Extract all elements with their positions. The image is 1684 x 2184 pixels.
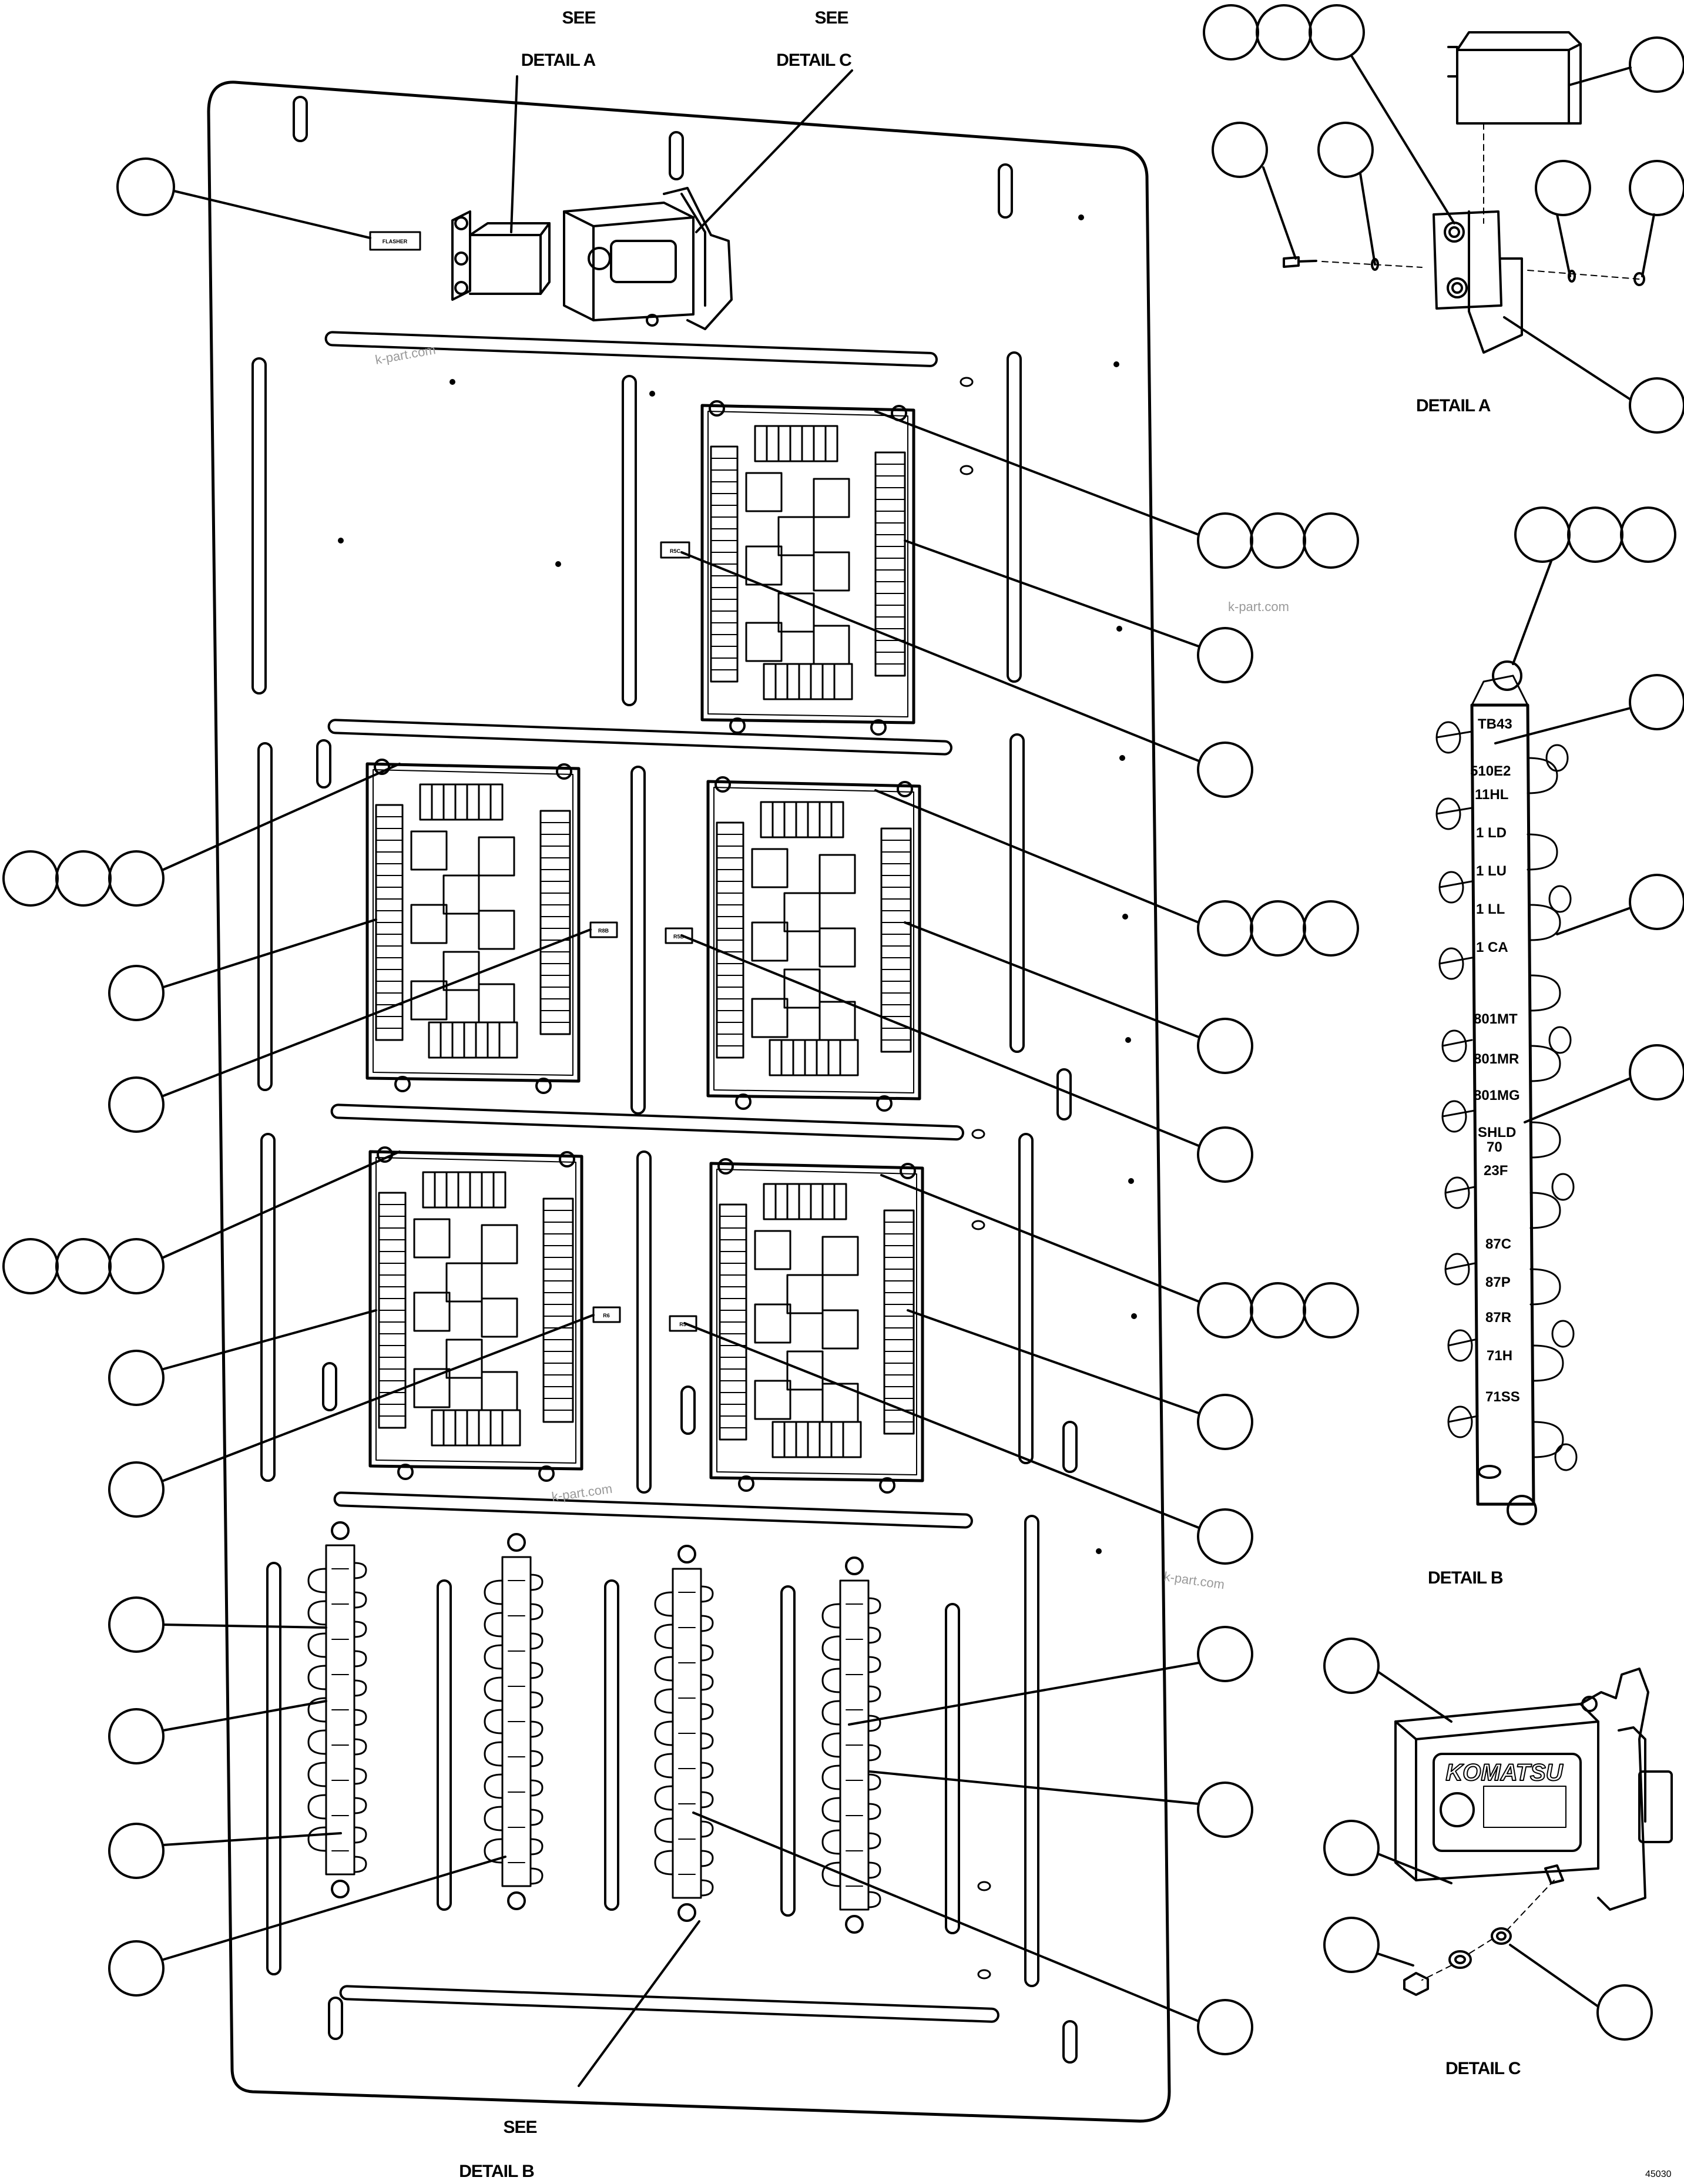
label-r6: R6 [603,1313,610,1319]
tb-label: 87C [1485,1236,1511,1252]
see-label-b: SEE [503,2118,536,2137]
terminal-block-title: TB43 [1478,716,1512,732]
tb-label: 70 [1487,1139,1502,1155]
label-r5b: R5B [673,934,685,940]
relay-card-r5b [708,777,920,1111]
label-plate-r5c: R5C [660,541,690,559]
detail-a-title: DETAIL A [1416,396,1491,415]
drawing-number: 45030 [1645,2169,1672,2179]
komatsu-logo: KOMATSU [1445,1760,1563,1786]
tb-label: 801MG [1474,1088,1520,1103]
relay-card-r6 [370,1148,582,1481]
terminal-strip-2 [484,1533,544,1910]
label-r5c: R5C [670,548,681,554]
tb-label: 71SS [1485,1389,1520,1405]
flasher-label-plate: FLASHER [369,231,421,251]
detail-c: KOMATSU DETAIL C [1323,1638,1673,2078]
label-r8b: R8B [598,928,609,934]
tb-label: 801MR [1474,1051,1519,1067]
tb-label: SHLD [1478,1125,1516,1140]
see-detail-b-label: DETAIL B [459,2162,534,2181]
tb-label: 1 CA [1476,940,1508,955]
detail-c-title: DETAIL C [1445,2059,1521,2078]
relay-card-r5 [711,1159,922,1492]
tb-label: 23F [1484,1163,1508,1179]
relay-card-r5c [702,401,914,734]
detail-b: TB43 510E2 11HL 1 LD 1 LU 1 LL 1 CA 801M… [1428,506,1684,1588]
see-detail-a-label: DETAIL A [521,51,596,70]
flasher-label: FLASHER [383,239,408,244]
relay-card-r8b-upper [367,760,579,1093]
tb-label: 87R [1485,1310,1511,1326]
terminal-strip-3 [654,1545,714,1922]
watermark-text: k-part.com [1163,1569,1225,1592]
label-plate-r5: R5 [669,1315,697,1332]
tb-label: 87P [1485,1274,1511,1290]
flasher-relay [451,210,551,301]
tb-label: 1 LD [1476,825,1507,841]
tb-label: 510E2 [1470,763,1511,779]
mounting-panel [207,80,1171,2123]
tb-label: 11HL [1475,787,1508,803]
see-label-a: SEE [562,8,595,28]
see-detail-c-label: DETAIL C [776,51,851,70]
tb-label: 801MT [1474,1011,1518,1027]
label-plate-r6: R6 [592,1306,621,1323]
label-plate-r5b: R5B [665,927,693,944]
power-supply-unit [563,187,733,330]
tb-label: 1 LU [1476,863,1507,879]
label-r5: R5 [679,1321,686,1327]
label-plate-r8b: R8B [589,921,618,938]
watermark-text: k-part.com [1228,599,1289,614]
callout-bubbles [2,69,1359,2087]
tb-label: 1 LL [1476,901,1505,917]
tb-label: 71H [1487,1348,1512,1364]
detail-a: DETAIL A [1203,4,1684,434]
terminal-strip-4 [821,1556,881,1934]
panel-studs [960,377,991,1980]
see-label-c: SEE [814,8,848,28]
detail-b-title: DETAIL B [1428,1568,1503,1588]
terminal-strip-1 [307,1521,367,1898]
